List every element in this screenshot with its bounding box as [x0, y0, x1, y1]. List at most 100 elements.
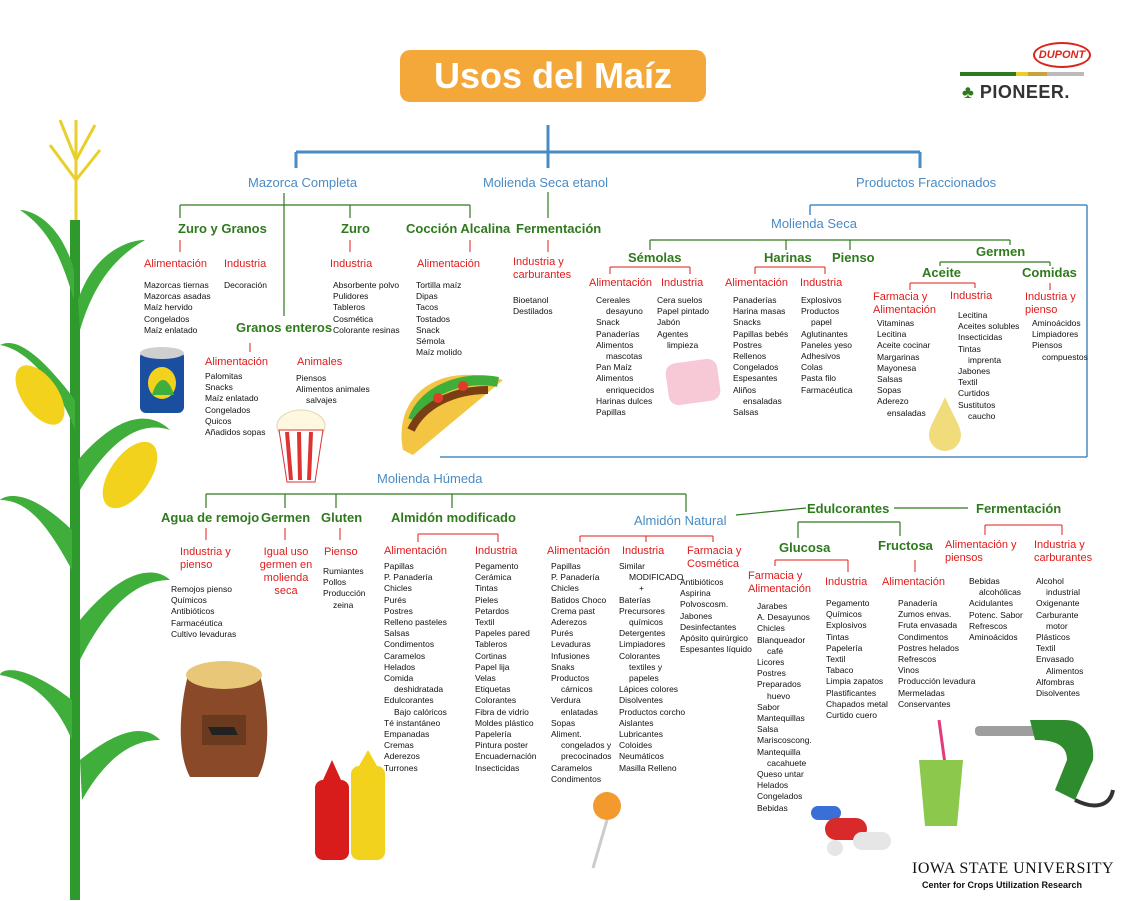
remojo-industria: Industria y pienso [180, 546, 231, 571]
node-harinas: Harinas [764, 250, 812, 265]
etanol-industria: Industria y carburantes [513, 256, 572, 281]
natural-alimentacion: Alimentación [547, 545, 610, 557]
list-item: Snaks [551, 661, 575, 672]
aceite-farmacia: Farmacia y Alimentación [873, 291, 936, 316]
list-item: Snacks [733, 317, 761, 328]
list-item: Insecticidas [958, 332, 1003, 343]
list-item: Desinfectantes [680, 621, 737, 632]
taco-icon [401, 374, 503, 455]
list-item: Panadería [898, 598, 938, 608]
list-item: Encuadernación [475, 751, 537, 762]
coccion-alimentacion: Alimentación [417, 258, 480, 270]
list-item: papeles [629, 673, 659, 684]
list-item: industrial [1046, 587, 1081, 598]
list-item: Snack [596, 317, 620, 328]
list-item: Apósito quirúrgico [680, 633, 749, 644]
list-item: Detergentes [619, 628, 666, 639]
list-item: Absorbente polvo [333, 280, 400, 290]
list-item: Aceites solubles [958, 321, 1020, 332]
fructosa-alimentacion: Alimentación [882, 576, 945, 588]
list-item: Cosmética [333, 313, 374, 324]
list-item: textiles y [629, 661, 663, 672]
list-item: Paneles yeso [801, 339, 853, 350]
list-item: Pulidores [333, 291, 369, 302]
list-item: Snack [416, 324, 440, 335]
list-item: Vinos [898, 665, 920, 676]
node-agua-de-remojo: Agua de remojo [161, 510, 260, 525]
list-item: Mermeladas [898, 687, 945, 698]
list-item: Producción levadura [898, 676, 976, 687]
list-item: Pegamento [475, 561, 519, 571]
modificado-industria: Industria [475, 545, 518, 557]
list-item: Precursores [619, 605, 665, 616]
list-item: Neumáticos [619, 751, 664, 762]
list-item: Espesantes [733, 373, 778, 384]
dupont-logo: DUPONT [1033, 42, 1091, 68]
fructosa-alimentacion-list: Panadería Zumos envas. Fruta envasada Co… [898, 598, 976, 710]
list-item: Antibióticos [171, 606, 215, 617]
list-item: Antibióticos [680, 577, 724, 587]
list-item: Verdura [551, 695, 581, 706]
list-item: cárnicos [561, 684, 593, 695]
list-item: Preparados [757, 679, 801, 690]
glucosa-farmacia: Farmacia y Alimentación [748, 570, 811, 595]
lollipop-icon [591, 792, 621, 869]
list-item: Papel lija [475, 661, 510, 672]
list-item: MODIFICADO [629, 572, 684, 583]
list-item: Petardos [475, 605, 510, 616]
glucosa-industria: Industria [825, 576, 868, 588]
list-item: Productos [801, 306, 840, 317]
comidas-industria: Industria y pienso [1025, 291, 1076, 316]
list-item: Colorantes [619, 650, 661, 661]
harinas-alimentacion-list: Panaderías Harina masas Snacks Papillas … [733, 295, 788, 418]
list-item: Cultivo levaduras [171, 628, 237, 639]
list-item: Añadidos sopas [205, 427, 266, 438]
list-item: Snacks [205, 382, 233, 393]
fermentacion-alimentacion-list: Bebidas alcohólicas Acidulantes Potenc. … [969, 576, 1023, 643]
list-item: Congelados [144, 313, 190, 324]
list-item: Salsa [757, 724, 779, 735]
list-item: Sabor [757, 701, 780, 712]
list-item: alcohólicas [979, 587, 1022, 598]
pioneer-leaf-icon: ♣ [962, 82, 980, 102]
list-item: Papeles pared [475, 628, 530, 639]
list-item: Condimentos [898, 631, 949, 642]
list-item: Sémola [416, 336, 445, 347]
list-item: deshidratada [394, 684, 444, 695]
list-item: Licores [757, 657, 785, 668]
list-item: Tableros [475, 639, 508, 650]
list-item: Piensos [296, 373, 327, 383]
node-germen-seca: Germen [976, 244, 1026, 259]
list-item: Pintura poster [475, 740, 528, 751]
list-item: Cera suelos [657, 295, 703, 305]
list-item: Textil [1036, 643, 1056, 654]
node-fermentacion-etanol: Fermentación [516, 221, 602, 236]
list-item: ensaladas [887, 407, 926, 418]
list-item: Bebidas [757, 802, 788, 813]
list-item: Tintas [958, 343, 981, 354]
glucosa-farmacia-list: Jarabes A. Desayunos Chicles Blanqueador… [757, 601, 812, 814]
list-item: Moldes plástico [475, 717, 534, 728]
list-item: Pegamento [826, 598, 870, 608]
list-item: enlatadas [561, 706, 598, 717]
list-item: Baterías [619, 594, 651, 605]
list-item: Cereales [596, 295, 631, 305]
natural-industria-list: Similar MODIFICADO + Baterías Precursore… [619, 561, 685, 774]
natural-farmacia-list: Antibióticos Aspirina Polvoscosm. Jabone… [680, 577, 752, 655]
list-item: Jabones [958, 366, 991, 377]
popcorn-icon [276, 409, 326, 483]
comidas-industria-list: Aminoácidos Limpiadores Piensos compuest… [1032, 318, 1088, 363]
list-item: Alimentos [1046, 665, 1084, 676]
modificado-industria-list: Pegamento Cerámica Tintas Pieles Petardo… [475, 561, 536, 774]
list-item: Pasta filo [801, 373, 836, 384]
list-item: Lubricantes [619, 729, 663, 740]
fermentacion-alimentacion: Alimentación y piensos [945, 539, 1017, 564]
list-item: químicos [629, 617, 664, 628]
node-fructosa: Fructosa [878, 538, 933, 553]
zuro-granos-industria-list: Decoración [224, 280, 267, 291]
node-granos-enteros: Granos enteros [236, 320, 333, 335]
feed-sack-icon [180, 661, 268, 777]
list-item: Espesantes líquido [680, 644, 752, 655]
list-item: motor [1046, 620, 1068, 631]
list-item: Tintas [826, 631, 849, 642]
